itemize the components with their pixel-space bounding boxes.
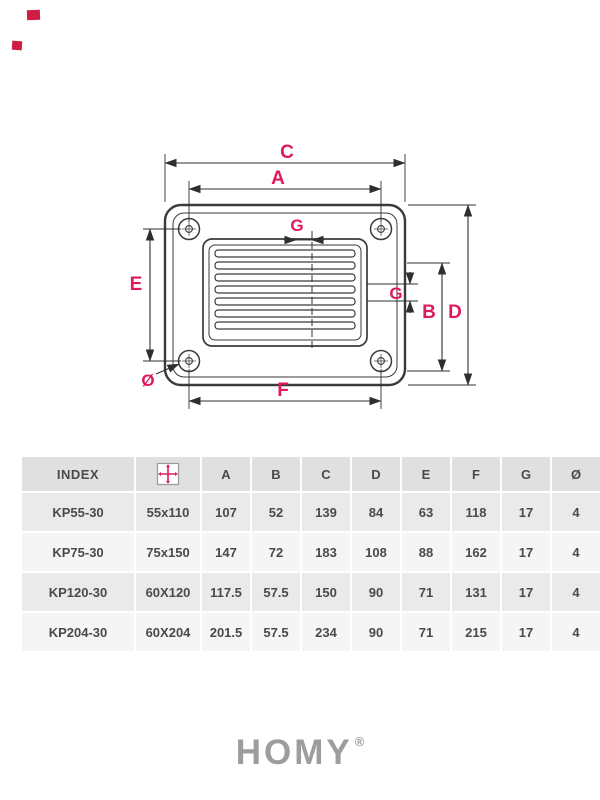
index-cell: KP204-30 [22, 613, 134, 651]
dim-label-b: B [422, 302, 436, 323]
value-cell: 17 [502, 573, 550, 611]
screw-hole-bottom-right [369, 349, 393, 373]
value-cell: 63 [402, 493, 450, 531]
dim-label-a: A [271, 168, 285, 189]
dim-label-e: E [130, 274, 143, 295]
value-cell: 72 [252, 533, 300, 571]
value-cell: 131 [452, 573, 500, 611]
value-cell: 234 [302, 613, 350, 651]
value-cell: 84 [352, 493, 400, 531]
index-cell: KP55-30 [22, 493, 134, 531]
value-cell: 150 [302, 573, 350, 611]
value-cell: 17 [502, 493, 550, 531]
dim-label-c: C [280, 142, 294, 163]
col-header-b: B [252, 457, 300, 491]
index-cell: KP75-30 [22, 533, 134, 571]
technical-drawing: C A E B D F G G Ø [130, 142, 476, 409]
value-cell: 17 [502, 613, 550, 651]
dim-label-g-right: G [389, 284, 402, 303]
value-cell: 52 [252, 493, 300, 531]
dim-label-f: F [277, 380, 289, 401]
brand-logo: HOMY® [0, 733, 600, 773]
value-cell: 17 [502, 533, 550, 571]
col-header-e: E [402, 457, 450, 491]
value-cell: 90 [352, 613, 400, 651]
value-cell: 4 [552, 533, 600, 571]
value-cell: 215 [452, 613, 500, 651]
size-cell: 60X120 [136, 573, 200, 611]
value-cell: 90 [352, 573, 400, 611]
dim-label-d: D [448, 302, 462, 323]
value-cell: 71 [402, 573, 450, 611]
screw-hole-bottom-left [177, 349, 201, 373]
col-header-diameter: Ø [552, 457, 600, 491]
value-cell: 71 [402, 613, 450, 651]
value-cell: 183 [302, 533, 350, 571]
dim-label-g-top: G [290, 216, 303, 235]
col-header-a: A [202, 457, 250, 491]
spec-table: INDEX A B [20, 455, 600, 653]
col-header-g: G [502, 457, 550, 491]
index-header: INDEX [22, 457, 134, 491]
value-cell: 4 [552, 493, 600, 531]
value-cell: 4 [552, 613, 600, 651]
value-cell: 117.5 [202, 573, 250, 611]
value-cell: 88 [402, 533, 450, 571]
dim-label-diameter: Ø [141, 371, 154, 390]
col-header-f: F [452, 457, 500, 491]
spec-header-row: INDEX A B [22, 457, 600, 491]
size-cell: 55x110 [136, 493, 200, 531]
value-cell: 147 [202, 533, 250, 571]
value-cell: 162 [452, 533, 500, 571]
value-cell: 107 [202, 493, 250, 531]
dimensions-icon [156, 462, 180, 486]
col-header-c: C [302, 457, 350, 491]
brand-logo-text: HOMY [235, 733, 353, 772]
col-header-d: D [352, 457, 400, 491]
value-cell: 57.5 [252, 613, 300, 651]
value-cell: 201.5 [202, 613, 250, 651]
value-cell: 108 [352, 533, 400, 571]
registered-mark: ® [354, 734, 365, 749]
value-cell: 4 [552, 573, 600, 611]
value-cell: 118 [452, 493, 500, 531]
dimension-lines [143, 154, 476, 409]
dimensions-icon-header [136, 457, 200, 491]
size-cell: 60X204 [136, 613, 200, 651]
size-cell: 75x150 [136, 533, 200, 571]
index-cell: KP120-30 [22, 573, 134, 611]
value-cell: 139 [302, 493, 350, 531]
value-cell: 57.5 [252, 573, 300, 611]
louver-grille [202, 238, 368, 347]
